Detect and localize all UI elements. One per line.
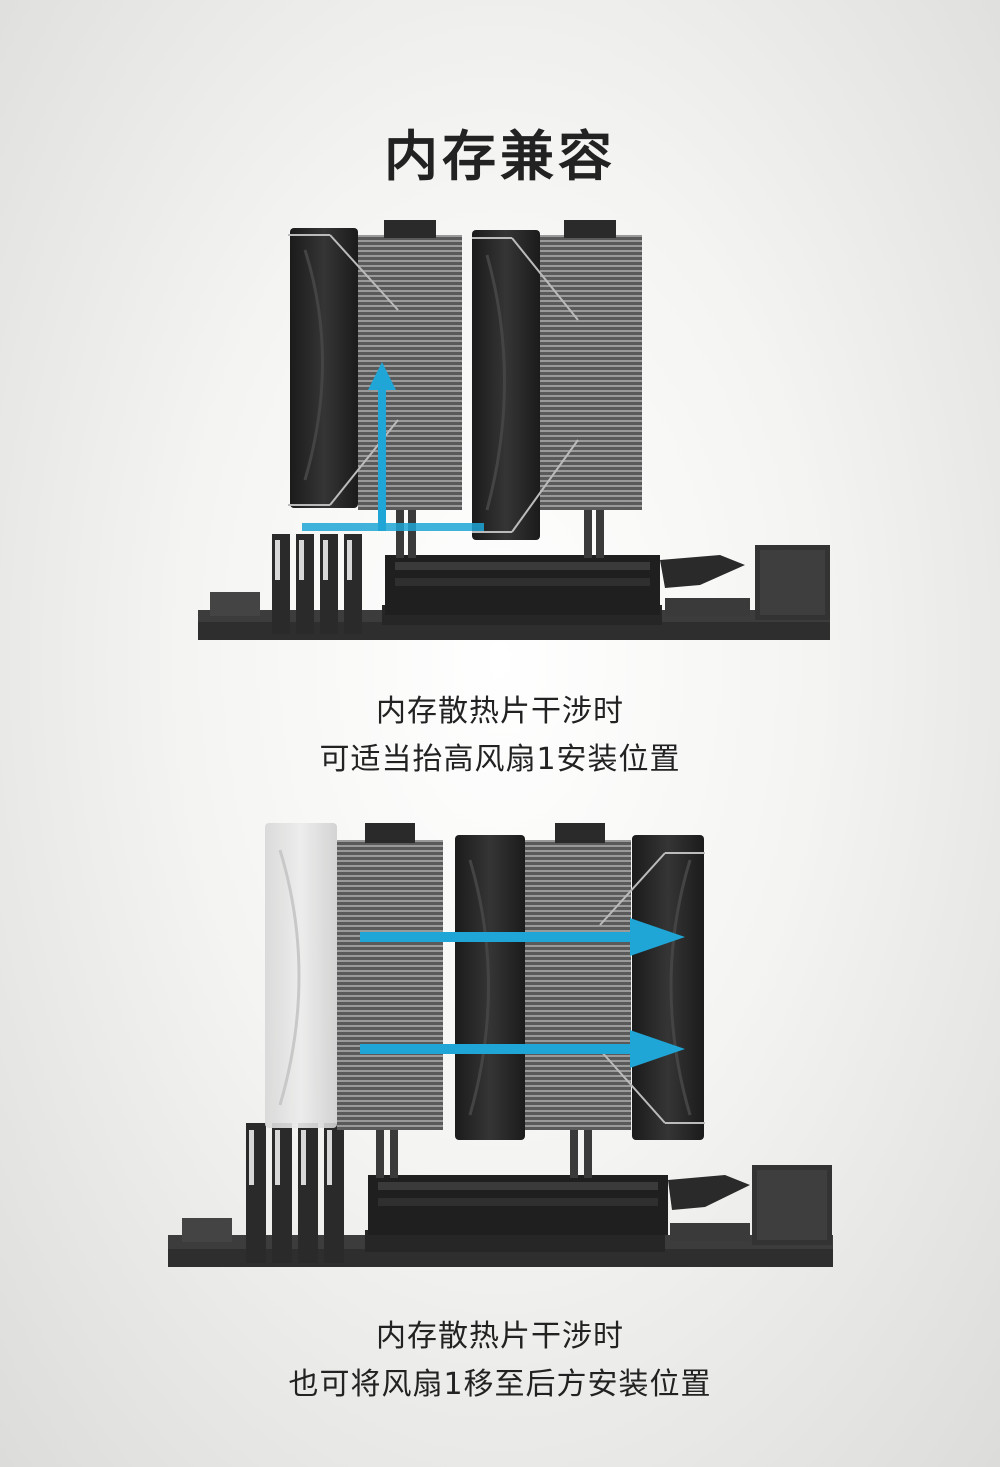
caption-line: 也可将风扇1移至后方安装位置 (288, 1367, 712, 1402)
airflow-arrow-icon (360, 1030, 685, 1068)
fan-icon (265, 823, 337, 1128)
caption-line: 内存散热片干涉时 (376, 694, 624, 729)
caption-line: 可适当抬高风扇1安装位置 (319, 742, 681, 777)
illustration-rear-fan (0, 815, 1000, 1275)
caption-line: 内存散热片干涉时 (376, 1319, 624, 1354)
fan-icon (599, 835, 705, 1140)
airflow-arrow-icon (360, 918, 685, 956)
ram-module-icon (272, 534, 362, 634)
illustration-raised-fan (0, 210, 1000, 670)
fan-icon (472, 230, 579, 540)
page-title: 内存兼容 (384, 125, 616, 188)
airflow-arrow-icon (302, 362, 484, 531)
caption-raised-fan: 内存散热片干涉时 可适当抬高风扇1安装位置 (0, 688, 1000, 784)
caption-rear-fan: 内存散热片干涉时 也可将风扇1移至后方安装位置 (0, 1313, 1000, 1409)
ram-module-icon (246, 1123, 344, 1263)
fan-icon (455, 835, 525, 1140)
heatsink-icon (337, 823, 631, 1130)
fan-icon (288, 228, 399, 508)
heatsink-icon (358, 220, 642, 510)
